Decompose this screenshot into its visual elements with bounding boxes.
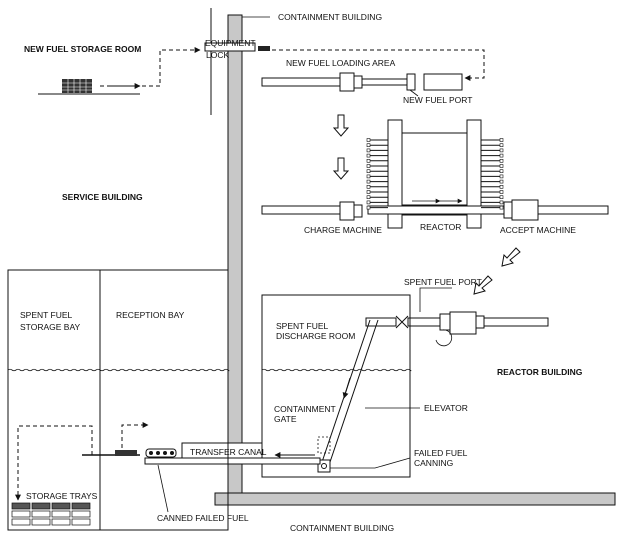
feeder-end-fitting bbox=[366, 159, 371, 163]
label-spent-fuel-storage-bay-1: SPENT FUEL bbox=[20, 310, 73, 320]
storage-tray bbox=[31, 518, 51, 526]
label-canned-failed-fuel: CANNED FAILED FUEL bbox=[157, 513, 249, 523]
reception-path bbox=[121, 422, 149, 448]
feeder-end-fitting bbox=[499, 159, 504, 163]
loading-area-path bbox=[272, 49, 485, 81]
label-service-building: SERVICE BUILDING bbox=[62, 192, 143, 202]
label-reactor: REACTOR bbox=[420, 222, 461, 232]
leader-line bbox=[330, 457, 411, 469]
feeder-end-fitting bbox=[499, 185, 504, 189]
storage-tray bbox=[71, 518, 91, 526]
feeder-end-fitting bbox=[366, 205, 371, 210]
accept-machine bbox=[503, 199, 609, 221]
containment-wall bbox=[210, 8, 616, 506]
label-failed-fuel-canning-2: CANNING bbox=[414, 458, 453, 468]
leader-line bbox=[157, 464, 169, 513]
reactor-feeders bbox=[366, 138, 504, 210]
leader-line bbox=[419, 287, 452, 312]
charge-machine bbox=[261, 201, 363, 221]
new-fuel-loader bbox=[261, 72, 463, 92]
feeder-end-fitting bbox=[366, 190, 371, 194]
label-new-fuel-storage-room: NEW FUEL STORAGE ROOM bbox=[24, 44, 141, 54]
label-failed-fuel-canning-1: FAILED FUEL bbox=[414, 448, 468, 458]
label-transfer-canal: TRANSFER CANAL bbox=[190, 447, 267, 457]
feeder-end-fitting bbox=[366, 195, 371, 199]
feeder-end-fitting bbox=[499, 138, 504, 142]
storage-tray bbox=[71, 502, 91, 510]
label-containment-gate-1: CONTAINMENT bbox=[274, 404, 336, 414]
feeder-end-fitting bbox=[366, 179, 371, 184]
label-containment-gate-2: GATE bbox=[274, 414, 297, 424]
storage-tray bbox=[71, 510, 91, 518]
feeder-end-fitting bbox=[366, 148, 371, 153]
transfer-canal bbox=[144, 442, 321, 465]
storage-tray bbox=[11, 518, 31, 526]
water-surface bbox=[261, 368, 412, 372]
label-discharge-room-2: DISCHARGE ROOM bbox=[276, 331, 355, 341]
spent-fuel-bay bbox=[7, 269, 230, 531]
storage-tray bbox=[31, 510, 51, 518]
feeder-end-fitting bbox=[499, 153, 504, 158]
feeder-end-fitting bbox=[366, 164, 371, 168]
storage-tray bbox=[31, 502, 51, 510]
new-fuel-storage bbox=[38, 79, 140, 95]
label-reception-bay: RECEPTION BAY bbox=[116, 310, 185, 320]
label-new-fuel-port: NEW FUEL PORT bbox=[403, 95, 472, 105]
storage-tray bbox=[51, 502, 71, 510]
spent-fuel-port bbox=[365, 311, 549, 347]
feeder-end-fitting bbox=[499, 200, 504, 205]
elevator bbox=[317, 319, 379, 473]
storage-trays bbox=[11, 502, 91, 526]
feeder-end-fitting bbox=[366, 169, 371, 173]
storage-tray bbox=[11, 502, 31, 510]
label-spent-fuel-port: SPENT FUEL PORT bbox=[404, 277, 482, 287]
storage-tray bbox=[51, 510, 71, 518]
label-equipment-lock-1: EQUIPMENT bbox=[205, 38, 256, 48]
discharge-room bbox=[261, 294, 411, 478]
label-equipment-lock-2: LOCK bbox=[206, 50, 229, 60]
storage-tray bbox=[51, 518, 71, 526]
label-new-fuel-loading-area: NEW FUEL LOADING AREA bbox=[286, 58, 396, 68]
label-discharge-room-1: SPENT FUEL bbox=[276, 321, 329, 331]
storage-tray bbox=[11, 510, 31, 518]
storage-path bbox=[15, 425, 93, 501]
label-charge-machine: CHARGE MACHINE bbox=[304, 225, 382, 235]
new-fuel-path bbox=[100, 47, 201, 87]
label-containment-building-top: CONTAINMENT BUILDING bbox=[278, 12, 382, 22]
leader-line bbox=[409, 89, 419, 97]
equipment-lock bbox=[204, 42, 270, 52]
feeder-end-fitting bbox=[366, 138, 371, 142]
feeder-end-fitting bbox=[499, 143, 504, 147]
feeder-end-fitting bbox=[499, 164, 504, 168]
feeder-end-fitting bbox=[499, 169, 504, 173]
fuel-bundle bbox=[82, 450, 140, 456]
feeder-end-fitting bbox=[366, 143, 371, 147]
feeder-end-fitting bbox=[499, 179, 504, 184]
label-elevator: ELEVATOR bbox=[424, 403, 468, 413]
flow-arrow bbox=[342, 377, 351, 399]
feeder-end-fitting bbox=[499, 174, 504, 179]
label-accept-machine: ACCEPT MACHINE bbox=[500, 225, 576, 235]
feeder-end-fitting bbox=[499, 190, 504, 194]
canned-failed-fuel bbox=[145, 448, 177, 458]
feeder-end-fitting bbox=[499, 205, 504, 210]
feeder-end-fitting bbox=[366, 174, 371, 179]
label-containment-building-bottom: CONTAINMENT BUILDING bbox=[290, 523, 394, 533]
feeder-end-fitting bbox=[499, 195, 504, 199]
label-spent-fuel-storage-bay-2: STORAGE BAY bbox=[20, 322, 80, 332]
label-reactor-building: REACTOR BUILDING bbox=[497, 367, 583, 377]
feeder-end-fitting bbox=[366, 200, 371, 205]
label-storage-trays: STORAGE TRAYS bbox=[26, 491, 98, 501]
process-arrows bbox=[332, 114, 521, 295]
feeder-end-fitting bbox=[366, 153, 371, 158]
feeder-end-fitting bbox=[366, 185, 371, 189]
feeder-end-fitting bbox=[499, 148, 504, 153]
